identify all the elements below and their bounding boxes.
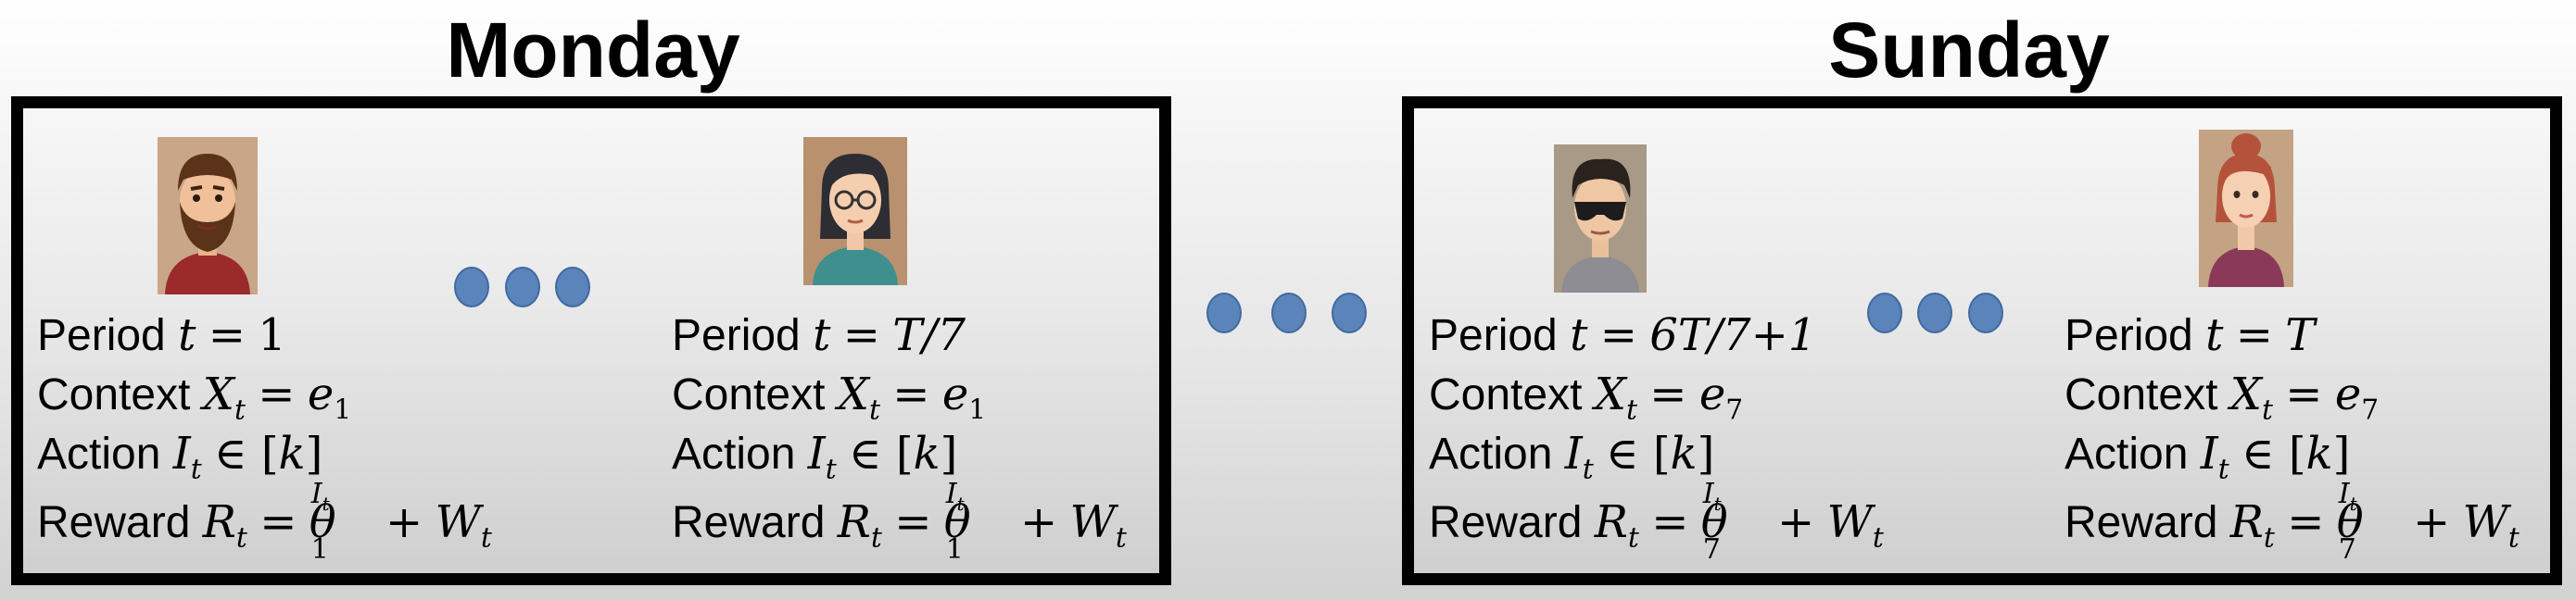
- action-line: Action It ∈ [k]: [672, 428, 958, 486]
- period-line: Period t = T: [2065, 309, 2316, 361]
- ellipsis-dot: [1917, 293, 1952, 333]
- ellipsis-dot: [505, 267, 540, 307]
- monday-first-entry: Period t = 1 Context Xt = e1 Action It ∈…: [37, 306, 492, 566]
- man-with-sunglasses-avatar: [1554, 144, 1647, 293]
- period-line: Period t = 6T/7+1: [1429, 309, 1817, 361]
- bearded-man-avatar: [158, 137, 258, 294]
- ellipsis-dot: [454, 267, 489, 307]
- context-line: Context Xt = e7: [2065, 369, 2380, 427]
- monday-title: Monday: [446, 6, 740, 94]
- context-line: Context Xt = e7: [1429, 369, 1744, 427]
- red-haired-woman-avatar: [2199, 130, 2293, 287]
- ellipsis-dot: [1206, 293, 1242, 333]
- ellipsis-dot: [1332, 293, 1367, 333]
- period-line: Period t = 1: [37, 309, 286, 361]
- action-line: Action It ∈ [k]: [37, 428, 323, 486]
- action-line: Action It ∈ [k]: [1429, 428, 1715, 486]
- period-line: Period t = T/7: [672, 309, 966, 361]
- ellipsis-dot: [1271, 293, 1307, 333]
- sunday-second-entry: Period t = T Context Xt = e7 Action It ∈…: [2065, 306, 2519, 566]
- sunday-first-entry: Period t = 6T/7+1 Context Xt = e7 Action…: [1429, 306, 1884, 566]
- action-line: Action It ∈ [k]: [2065, 428, 2351, 486]
- sunday-title: Sunday: [1828, 6, 2110, 94]
- woman-with-glasses-avatar: [803, 137, 907, 285]
- ellipsis-dot: [1867, 293, 1902, 333]
- ellipsis-dot: [1968, 293, 2003, 333]
- context-line: Context Xt = e1: [37, 369, 352, 427]
- monday-second-entry: Period t = T/7 Context Xt = e1 Action It…: [672, 306, 1127, 566]
- context-line: Context Xt = e1: [672, 369, 987, 427]
- ellipsis-dot: [555, 267, 590, 307]
